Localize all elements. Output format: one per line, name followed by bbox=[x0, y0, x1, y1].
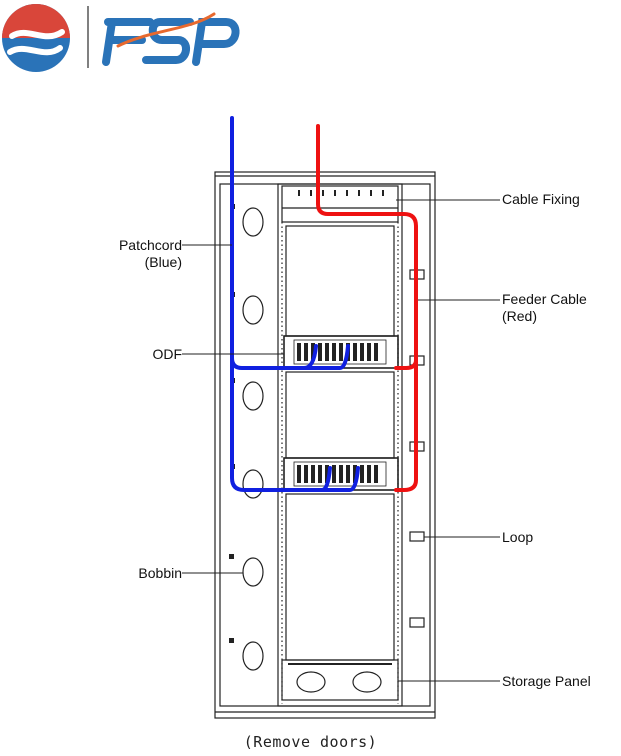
label-feeder-line2: (Red) bbox=[502, 308, 538, 324]
bobbins bbox=[242, 207, 264, 671]
label-odf: ODF bbox=[152, 346, 182, 362]
cable-fixing-panel bbox=[281, 185, 399, 223]
feeder-cable bbox=[316, 124, 418, 492]
label-storage-panel: Storage Panel bbox=[502, 673, 591, 689]
fixing-ports bbox=[298, 190, 384, 196]
label-feeder-line1: Feeder Cable bbox=[502, 291, 587, 307]
storage-panel bbox=[281, 659, 399, 701]
label-patchcord: Patchcord (Blue) bbox=[100, 237, 182, 271]
label-loop: Loop bbox=[502, 529, 534, 545]
logo-mark-icon bbox=[2, 4, 70, 72]
caption: (Remove doors) bbox=[243, 733, 378, 751]
logo-wordmark-icon bbox=[102, 18, 240, 66]
label-bobbin: Bobbin bbox=[138, 565, 182, 581]
label-patchcord-line1: Patchcord bbox=[118, 237, 182, 253]
odf-ports-upper bbox=[297, 343, 378, 361]
brand-logo bbox=[2, 4, 240, 72]
odf-ports-lower bbox=[297, 465, 378, 483]
patchcord-cable bbox=[230, 116, 360, 492]
cabinet-frame bbox=[214, 171, 436, 719]
label-cable-fixing: Cable Fixing bbox=[502, 191, 580, 207]
label-patchcord-line2: (Blue) bbox=[144, 254, 182, 270]
label-feeder-cable: Feeder Cable (Red) bbox=[502, 291, 587, 325]
